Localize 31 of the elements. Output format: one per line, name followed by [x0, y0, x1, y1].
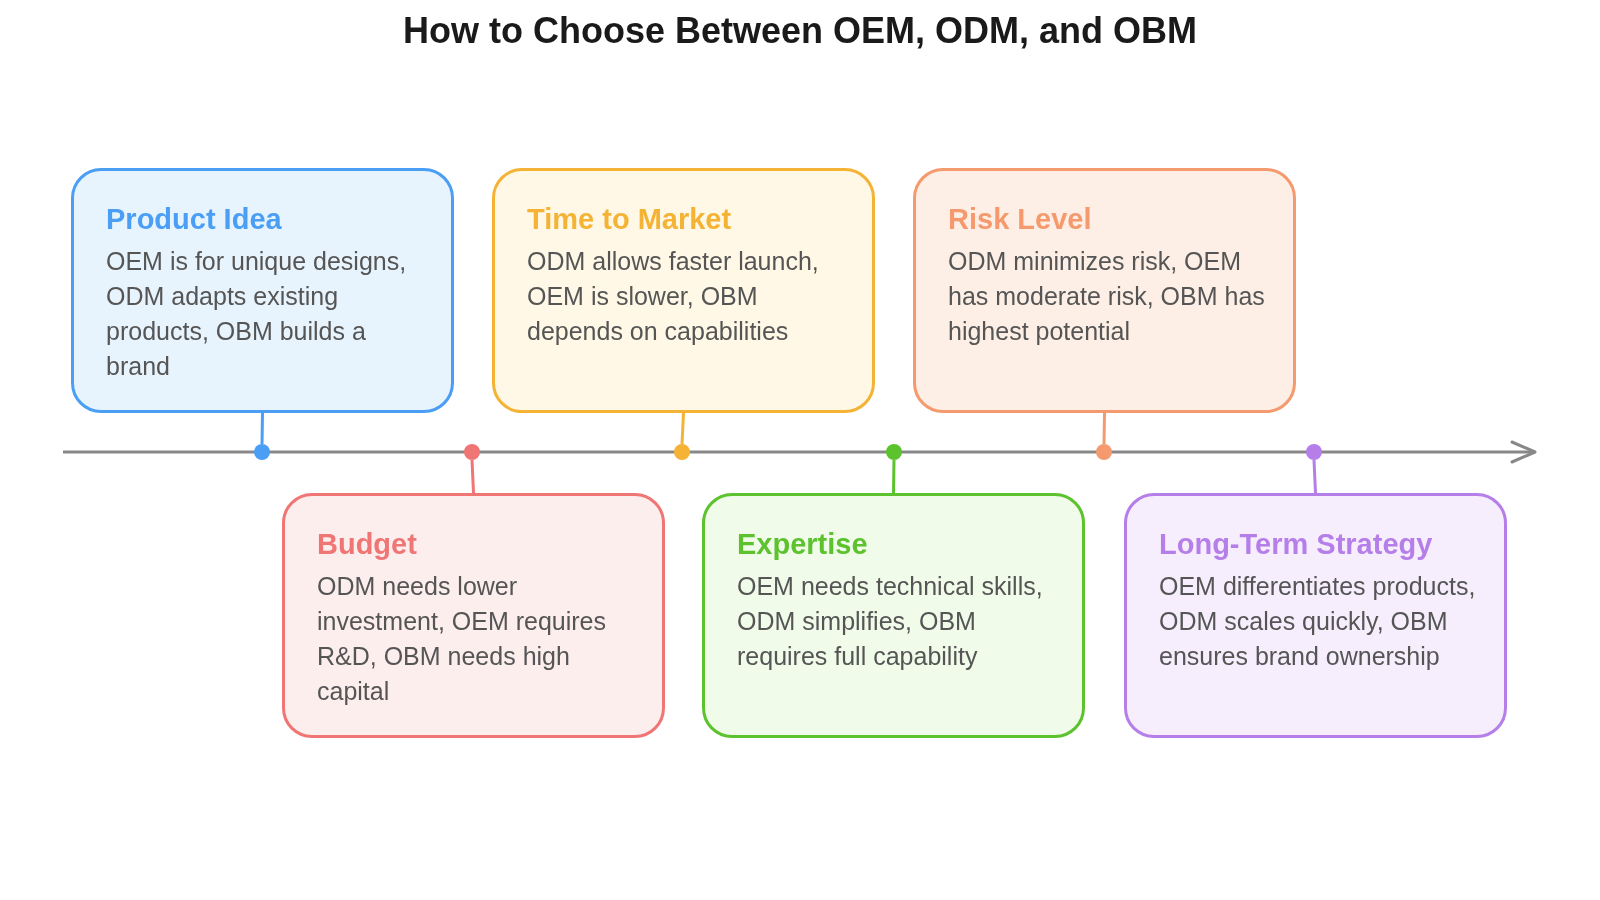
card-heading: Long-Term Strategy: [1159, 528, 1433, 561]
timeline-card: [282, 493, 665, 738]
card-description: ODM allows faster launch, OEM is slower, OBM depends on capabilities: [527, 246, 820, 347]
connector-line: [680, 412, 685, 445]
timeline-card: [1124, 493, 1507, 738]
connector-line: [1312, 459, 1317, 494]
card-heading: Budget: [317, 528, 417, 561]
timeline-marker: [254, 444, 270, 460]
card-heading: Risk Level: [948, 203, 1092, 236]
card-heading: Product Idea: [106, 203, 282, 236]
connector-line: [1102, 412, 1106, 445]
card-description: OEM is for unique designs, ODM adapts existing products, OBM builds a brand: [106, 246, 408, 382]
card-heading: Time to Market: [527, 203, 732, 236]
timeline-card: [492, 168, 875, 413]
card-description: OEM needs technical skills, ODM simplifies, OBM requires full capability: [737, 571, 1044, 672]
diagram-title: How to Choose Between OEM, ODM, and OBM: [402, 10, 1198, 52]
card-description: OEM differentiates products, ODM scales quickly, OBM ensures brand ownership: [1159, 571, 1477, 672]
timeline-card: [913, 168, 1296, 413]
timeline-marker: [674, 444, 690, 460]
timeline-marker: [1096, 444, 1112, 460]
timeline-card: [702, 493, 1085, 738]
timeline-marker: [1306, 444, 1322, 460]
timeline-marker: [886, 444, 902, 460]
connector-line: [892, 459, 896, 494]
card-description: ODM minimizes risk, OEM has moderate risk, OBM has highest potential: [948, 246, 1266, 347]
timeline-card: [71, 168, 454, 413]
card-description: ODM needs lower investment, OEM requires R&D, OBM needs high capital: [317, 571, 607, 707]
connector-line: [470, 459, 475, 494]
timeline-marker: [464, 444, 480, 460]
connector-line: [260, 412, 264, 445]
card-heading: Expertise: [737, 528, 868, 561]
